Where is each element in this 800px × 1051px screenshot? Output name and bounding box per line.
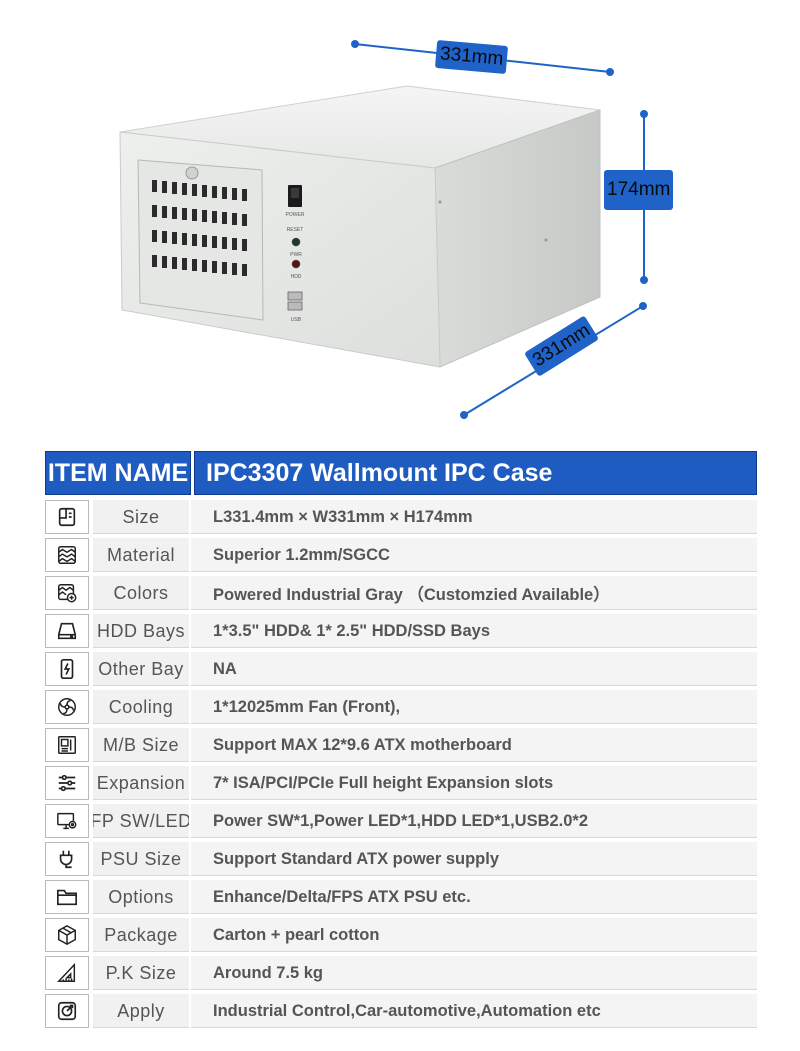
sliders-icon [45,766,89,800]
ruler-triangle-icon [45,956,89,990]
hdd-led-label: HDD [291,274,302,280]
table-row: Size L331.4mm × W331mm × H174mm [45,500,757,534]
power-label: POWER [286,212,305,218]
spec-value: Industrial Control,Car-automotive,Automa… [191,994,757,1028]
spec-value: 1*12025mm Fan (Front), [191,690,757,724]
product-name-header: IPC3307 Wallmount IPC Case [194,451,757,495]
spec-label: P.K Size [93,956,189,990]
motherboard-icon [45,728,89,762]
pwr-led-label: PWR [290,252,302,258]
size-icon [45,500,89,534]
table-row: Other Bay NA [45,652,757,686]
spec-label: Size [93,500,189,534]
material-icon [45,538,89,572]
colors-icon [45,576,89,610]
table-row: P.K Size Around 7.5 kg [45,956,757,990]
spec-label: Package [93,918,189,952]
spec-table: ITEM NAME IPC3307 Wallmount IPC Case Siz… [45,450,757,1028]
table-row: Material Superior 1.2mm/SGCC [45,538,757,572]
item-name-header: ITEM NAME [45,451,191,495]
hdd-icon [45,614,89,648]
table-row: Package Carton + pearl cotton [45,918,757,952]
spec-value: Powered Industrial Gray （Customzied Avai… [191,576,757,610]
spec-label: FP SW/LED [93,804,189,838]
table-row: Apply Industrial Control,Car-automotive,… [45,994,757,1028]
package-icon [45,918,89,952]
other-bay-icon [45,652,89,686]
spec-value: Carton + pearl cotton [191,918,757,952]
spec-value: Superior 1.2mm/SGCC [191,538,757,572]
usb-label: USB [291,317,302,323]
spec-label: Material [93,538,189,572]
spec-label: Expansion [93,766,189,800]
plug-icon [45,842,89,876]
spec-value: Enhance/Delta/FPS ATX PSU etc. [191,880,757,914]
height-dimension-label: 174mm [604,170,674,210]
table-row: Options Enhance/Delta/FPS ATX PSU etc. [45,880,757,914]
reset-label: RESET [287,227,304,233]
spec-label: Colors [93,576,189,610]
spec-value: Support MAX 12*9.6 ATX motherboard [191,728,757,762]
ipc-case-illustration: POWER RESET PWR HDD USB [119,40,648,419]
spec-label: Apply [93,994,189,1028]
spec-label: HDD Bays [93,614,189,648]
spec-label: Options [93,880,189,914]
spec-label: M/B Size [93,728,189,762]
spec-value: Support Standard ATX power supply [191,842,757,876]
spec-value: Power SW*1,Power LED*1,HDD LED*1,USB2.0*… [191,804,757,838]
folder-icon [45,880,89,914]
table-row: FP SW/LED Power SW*1,Power LED*1,HDD LED… [45,804,757,838]
spec-value: 1*3.5" HDD& 1* 2.5" HDD/SSD Bays [191,614,757,648]
spec-label: PSU Size [93,842,189,876]
spec-label: Cooling [93,690,189,724]
monitor-gear-icon [45,804,89,838]
table-row: PSU Size Support Standard ATX power supp… [45,842,757,876]
target-icon [45,994,89,1028]
spec-label: Other Bay [93,652,189,686]
spec-value: L331.4mm × W331mm × H174mm [191,500,757,534]
spec-value: 7* ISA/PCI/PCIe Full height Expansion sl… [191,766,757,800]
table-row: Cooling 1*12025mm Fan (Front), [45,690,757,724]
spec-table-header: ITEM NAME IPC3307 Wallmount IPC Case [45,450,757,496]
table-row: M/B Size Support MAX 12*9.6 ATX motherbo… [45,728,757,762]
fan-icon [45,690,89,724]
spec-value: Around 7.5 kg [191,956,757,990]
table-row: Expansion 7* ISA/PCI/PCIe Full height Ex… [45,766,757,800]
spec-value: NA [191,652,757,686]
table-row: HDD Bays 1*3.5" HDD& 1* 2.5" HDD/SSD Bay… [45,614,757,648]
table-row: Colors Powered Industrial Gray （Customzi… [45,576,757,610]
product-hero: POWER RESET PWR HDD USB 331mm 174mm 331m… [0,0,800,440]
